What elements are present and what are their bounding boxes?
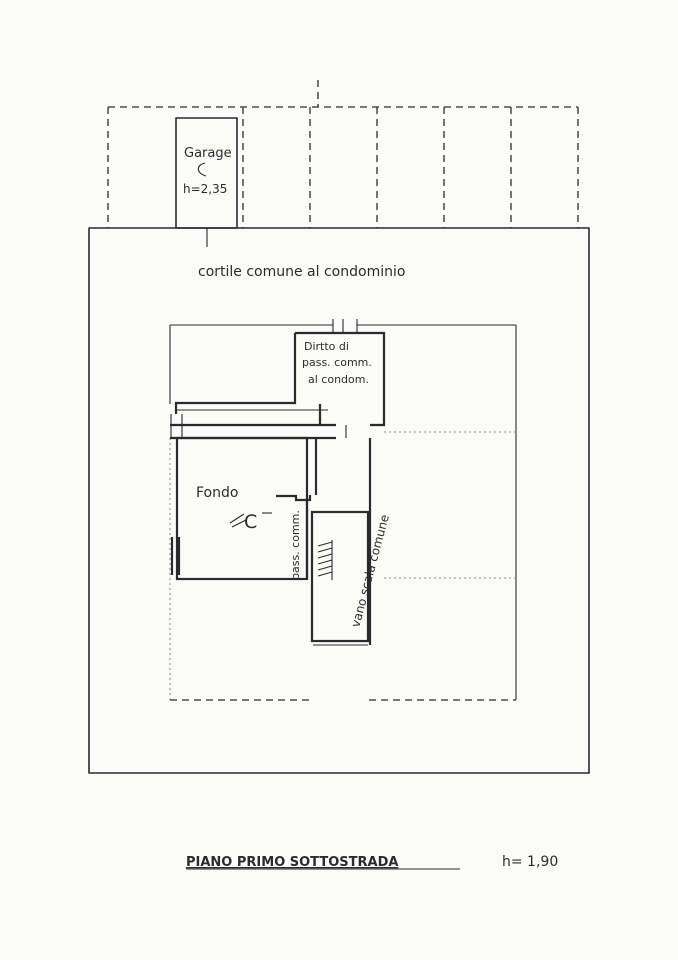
garage-height-label: h=2,35 <box>183 182 227 196</box>
garage-marker-c <box>197 162 207 177</box>
passage-label-line2: pass. comm. <box>302 356 372 369</box>
fondo-label: Fondo <box>196 485 238 501</box>
footer: PIANO PRIMO SOTTOSTRADA h= 1,90 <box>186 854 558 870</box>
stair-area: pass. comm. vano scala comune <box>276 438 392 646</box>
courtyard-label: cortile comune al condominio <box>198 264 405 280</box>
garage-label: Garage <box>184 146 232 161</box>
short-passage-label: pass. comm. <box>289 510 302 580</box>
passage-label-line1: Dirtto di <box>304 340 349 353</box>
passage-area: Dirtto di pass. comm. al condom. <box>174 331 386 438</box>
floor-height: h= 1,90 <box>502 854 558 870</box>
floor-title: PIANO PRIMO SOTTOSTRADA <box>186 855 398 870</box>
courtyard-boundary <box>88 227 590 774</box>
building-block <box>169 319 517 701</box>
passage-label-line3: al condom. <box>308 373 369 386</box>
garage-unit: Garage h=2,35 <box>175 117 238 247</box>
garage-row <box>107 80 579 228</box>
fondo-marker: C <box>244 511 257 533</box>
